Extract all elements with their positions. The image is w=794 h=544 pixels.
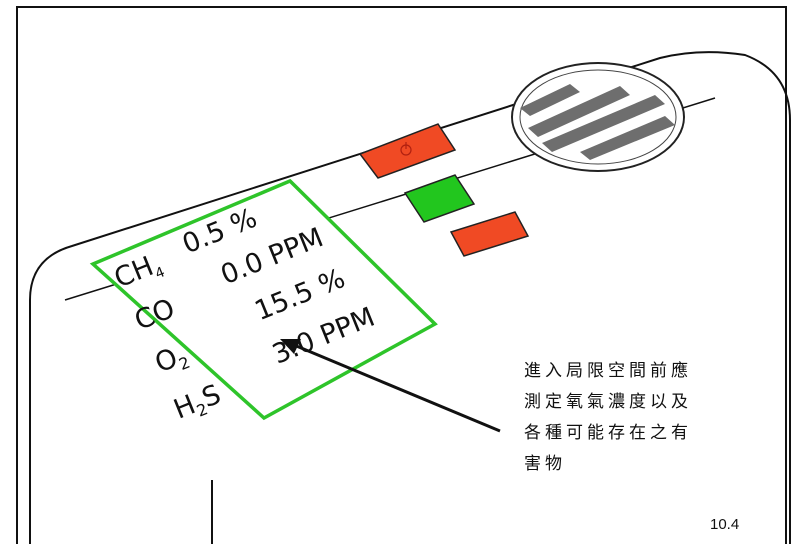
speaker-grille-icon: [511, 62, 685, 172]
gas-readings-display: [89, 178, 438, 421]
device-body-outline: [29, 51, 791, 544]
figure-number: 10.4: [710, 516, 740, 533]
power-button[interactable]: [358, 123, 457, 179]
annotation-line: 各種可能存在之有: [524, 423, 692, 443]
figure-frame: [16, 6, 787, 544]
reading-h2s-label: H2S: [169, 379, 226, 428]
annotation-arrow: [280, 339, 501, 433]
annotation-note: 進入局限空間前應 測定氧氣濃度以及 各種可能存在之有 害物: [524, 356, 759, 480]
alarm-button[interactable]: [449, 211, 530, 257]
ok-button[interactable]: [403, 174, 476, 223]
annotation-line: 測定氧氣濃度以及: [524, 392, 692, 412]
annotation-line: 進入局限空間前應: [524, 361, 692, 381]
annotation-line: 害物: [524, 454, 566, 474]
